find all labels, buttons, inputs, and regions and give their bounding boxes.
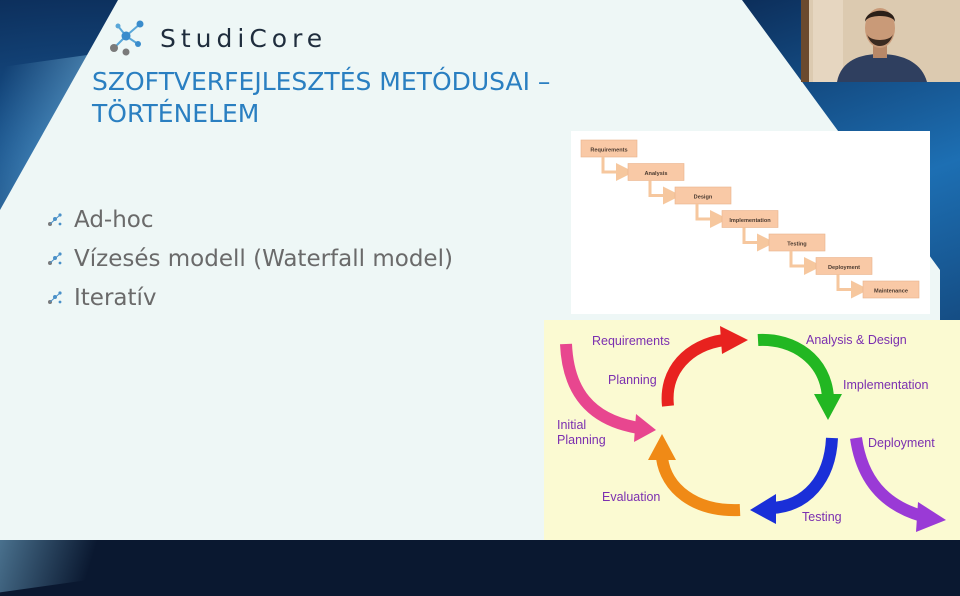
- bullet-list: Ad-hoc Vízesés modell (Waterfall model) …: [46, 200, 453, 317]
- label-planning: Planning: [608, 373, 657, 387]
- analysis-design-arrowhead: [814, 394, 842, 420]
- bullet-icon: [48, 251, 62, 265]
- planning-arrowhead: [720, 326, 748, 354]
- network-nodes-icon: [110, 20, 144, 56]
- waterfall-connector-arrow: [742, 227, 775, 252]
- waterfall-connector-arrow: [601, 157, 634, 181]
- bullet-item: Iteratív: [46, 278, 453, 317]
- waterfall-step-box: [674, 186, 732, 205]
- evaluation-arrow: [656, 456, 741, 517]
- waterfall-connector-arrow: [648, 180, 681, 205]
- deployment-arrow: [850, 437, 924, 522]
- waterfall-step-box: [768, 233, 826, 252]
- planning-arrow: [661, 334, 726, 407]
- bullet-text: Vízesés modell (Waterfall model): [74, 245, 453, 272]
- waterfall-step-label: Maintenance: [874, 289, 908, 295]
- waterfall-connector-arrow: [695, 204, 728, 228]
- label-implementation: Implementation: [843, 378, 929, 392]
- waterfall-step-box: [627, 163, 685, 181]
- label-deployment: Deployment: [868, 436, 935, 450]
- waterfall-step-box: [580, 139, 638, 158]
- presenter-video-icon: [801, 0, 960, 82]
- initial-planning-arrowhead: [634, 414, 656, 442]
- waterfall-step-label: Deployment: [828, 265, 860, 271]
- waterfall-step-box: [815, 257, 873, 275]
- testing-arrow: [771, 437, 838, 514]
- waterfall-step-label: Design: [694, 195, 713, 201]
- testing-arrowhead: [750, 494, 776, 524]
- bullet-text: Ad-hoc: [74, 206, 154, 233]
- label-analysis-design: Analysis & Design: [806, 333, 907, 347]
- waterfall-step-box: [862, 280, 920, 299]
- bullet-item: Vízesés modell (Waterfall model): [46, 239, 453, 278]
- waterfall-step-label: Testing: [787, 242, 807, 248]
- label-testing: Testing: [802, 510, 842, 524]
- initial-planning-arrow: [560, 343, 641, 434]
- waterfall-step-label: Analysis: [644, 171, 667, 177]
- label-evaluation: Evaluation: [602, 490, 660, 504]
- bullet-text: Iteratív: [74, 284, 157, 311]
- waterfall-connector-arrow: [836, 274, 869, 299]
- label-initial-planning: Planning: [557, 433, 606, 447]
- waterfall-step-box: [721, 210, 779, 228]
- presenter-webcam: [801, 0, 960, 82]
- waterfall-step-label: Requirements: [590, 148, 627, 154]
- analysis-design-arrow: [757, 333, 834, 399]
- waterfall-svg: RequirementsAnalysisDesignImplementation…: [580, 139, 920, 299]
- label-initial: Initial: [557, 418, 586, 432]
- deployment-arrowhead: [916, 502, 946, 532]
- bullet-icon: [48, 212, 62, 226]
- bullet-icon: [48, 290, 62, 304]
- bullet-item: Ad-hoc: [46, 200, 453, 239]
- label-requirements: Requirements: [592, 334, 670, 348]
- waterfall-step-label: Implementation: [729, 218, 771, 224]
- waterfall-connector-arrow: [789, 251, 822, 275]
- iterative-diagram: Requirements Analysis & Design Planning …: [544, 320, 960, 540]
- evaluation-arrowhead: [648, 434, 676, 460]
- logo-text: StudiCore: [160, 23, 328, 53]
- logo: StudiCore: [106, 18, 327, 58]
- iterative-svg: Requirements Analysis & Design Planning …: [557, 326, 946, 532]
- slide-title: SZOFTVERFEJLESZTÉS METÓDUSAI – TÖRTÉNELE…: [92, 67, 551, 128]
